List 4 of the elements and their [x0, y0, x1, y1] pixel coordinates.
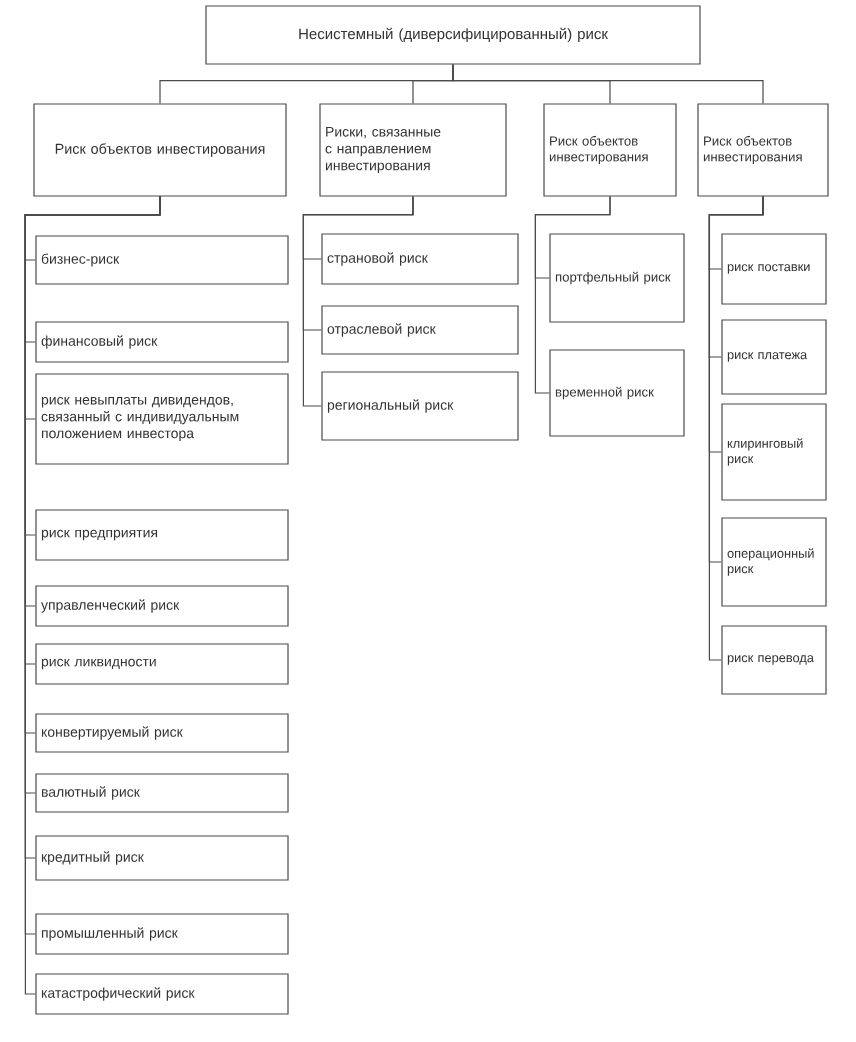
connector-line	[534, 196, 611, 394]
connector-line	[708, 196, 764, 661]
connector-line	[452, 64, 764, 104]
connector-line	[302, 196, 414, 407]
